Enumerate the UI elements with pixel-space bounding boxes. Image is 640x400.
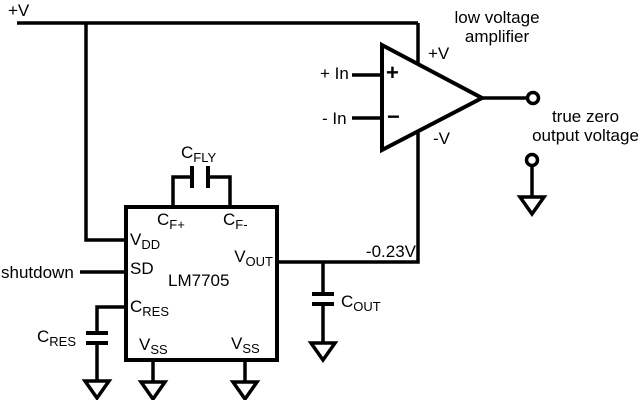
wire-cfly-right	[209, 175, 232, 207]
wire-cres-top	[95, 305, 124, 332]
cout-label: COUT	[341, 292, 381, 314]
ground-icon	[229, 380, 261, 400]
input-plus-label: + In	[320, 64, 349, 83]
pin-vdd-label: VDD	[130, 230, 161, 252]
vout-value-label: -0.23V	[365, 242, 416, 261]
ground-icon	[516, 195, 548, 218]
opamp-vminus-label: -V	[433, 129, 450, 148]
wire-vminus-to-vout	[279, 132, 420, 264]
wire-group	[17, 21, 534, 382]
ground-icon	[307, 341, 339, 364]
cfly-label: CFLY	[181, 143, 217, 165]
opamp-plus-sign: +	[386, 60, 399, 85]
supply-rail-label: +V	[8, 1, 30, 20]
wire-vplus-to-vdd	[84, 23, 124, 242]
capacitor-plates	[86, 166, 334, 345]
pin-cres-label: CRES	[130, 297, 170, 319]
output-terminal-circle	[525, 90, 541, 106]
ic-body	[124, 205, 279, 362]
ic-part-number: LM7705	[168, 271, 230, 290]
ground-icon	[137, 380, 169, 400]
pin-vss-right-label: VSS	[231, 334, 260, 356]
pin-cf-minus-label: CF-	[223, 210, 248, 232]
output-note: true zero output voltage	[532, 107, 639, 145]
opamp-triangle	[380, 41, 487, 154]
opamp-vplus-label: +V	[428, 44, 450, 63]
pin-sd-label: SD	[130, 259, 154, 278]
cout-capacitor-symbol	[312, 292, 334, 306]
cres-label: CRES	[37, 327, 77, 349]
return-terminal-circle	[524, 152, 540, 168]
pin-vout-label: VOUT	[234, 247, 273, 269]
ground-icon	[81, 379, 113, 400]
input-minus-label: - In	[322, 109, 347, 128]
pin-vss-left-label: VSS	[139, 335, 168, 357]
wire-cfly-left	[171, 175, 191, 207]
cfly-capacitor-symbol	[190, 166, 210, 188]
opamp-minus-sign: −	[387, 104, 400, 129]
shutdown-label: shutdown	[1, 263, 74, 282]
pin-cf-plus-label: CF+	[157, 210, 185, 232]
ground-symbols	[81, 195, 548, 400]
amplifier-title: low voltage amplifier	[454, 8, 540, 46]
cres-capacitor-symbol	[86, 331, 108, 345]
